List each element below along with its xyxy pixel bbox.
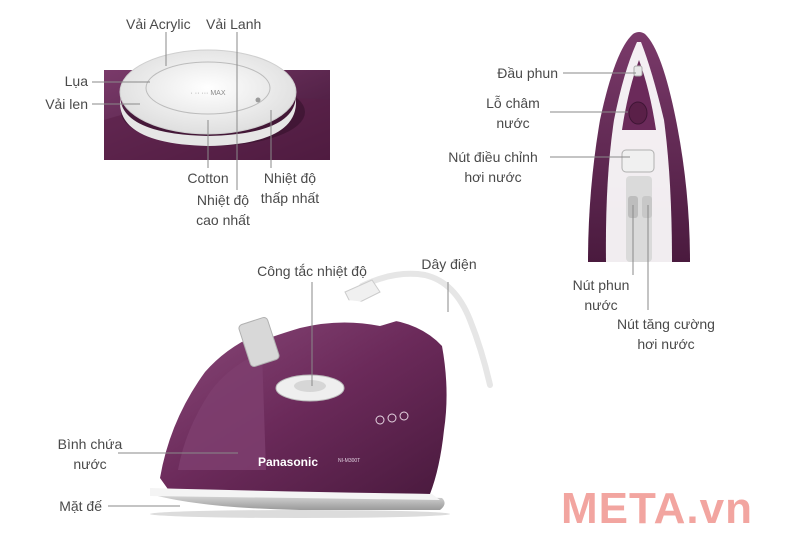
label-lo-cham-nuoc-1: Lỗ châm [486,95,540,111]
iron-side-view: Panasonic NI-M300T [150,270,493,518]
label-nhiet-do-cao-nhat-1: Nhiệt độ [196,192,250,208]
soleplate-shadow [150,510,450,518]
label-vai-len: Vải len [45,96,88,112]
side-white-base [150,488,440,500]
dial-marker [255,97,261,103]
label-nhiet-do-thap-nhat-2: thấp nhất [260,190,320,206]
label-nut-dieu-chinh-2: hơi nước [464,169,522,185]
label-nhiet-do-cao-nhat-2: cao nhất [196,212,250,228]
label-nut-tang-cuong-1: Nút tăng cường [617,316,715,332]
steam-control-knob [621,149,655,173]
water-tank [178,352,266,470]
iron-brand-text: Panasonic [258,455,318,469]
feature-icon-1 [375,415,385,425]
dial-closeup: · ·· ··· MAX [104,49,330,160]
feature-icon-3 [399,411,409,421]
dial-inner-ring [145,61,271,115]
steam-boost-button [642,196,652,218]
label-binh-chua-2: nước [73,456,107,472]
spray-nozzle [633,65,643,77]
iron-top-view [588,32,690,262]
label-nut-tang-cuong-2: hơi nước [637,336,695,352]
label-vai-lanh: Vải Lanh [206,16,262,32]
label-dau-phun: Đầu phun [497,65,558,81]
label-mat-de: Mặt đế [59,498,102,514]
rear-cap [238,316,280,368]
label-lua: Lụa [64,73,88,89]
power-cord [359,270,493,388]
label-cotton: Cotton [187,170,229,186]
top-view-leader-lines [550,72,649,310]
label-day-dien: Dây điện [421,256,477,272]
label-cong-tac-nhiet-do: Công tắc nhiệt độ [257,263,367,279]
water-inlet-hole [628,101,648,125]
label-nut-dieu-chinh-1: Nút điều chỉnh [448,149,538,165]
label-vai-acrylic: Vải Acrylic [126,16,191,32]
meta-logo: META.vn [561,484,753,533]
side-handle [236,300,400,348]
feature-icon-2 [387,413,397,423]
label-lo-cham-nuoc-2: nước [496,115,530,131]
iron-model-text: NI-M300T [338,458,360,464]
label-nut-phun-nuoc-1: Nút phun [572,277,630,293]
label-nut-phun-nuoc-2: nước [584,297,618,313]
label-binh-chua-1: Bình chứa [57,436,123,452]
dial-engraving: · ·· ··· MAX [191,90,226,97]
dial-rim [120,95,296,146]
side-view-leader-lines [108,282,449,507]
label-nhiet-do-thap-nhat-1: Nhiệt độ [263,170,317,186]
dial-leader-lines [92,32,272,190]
temperature-switch-center [294,380,326,392]
